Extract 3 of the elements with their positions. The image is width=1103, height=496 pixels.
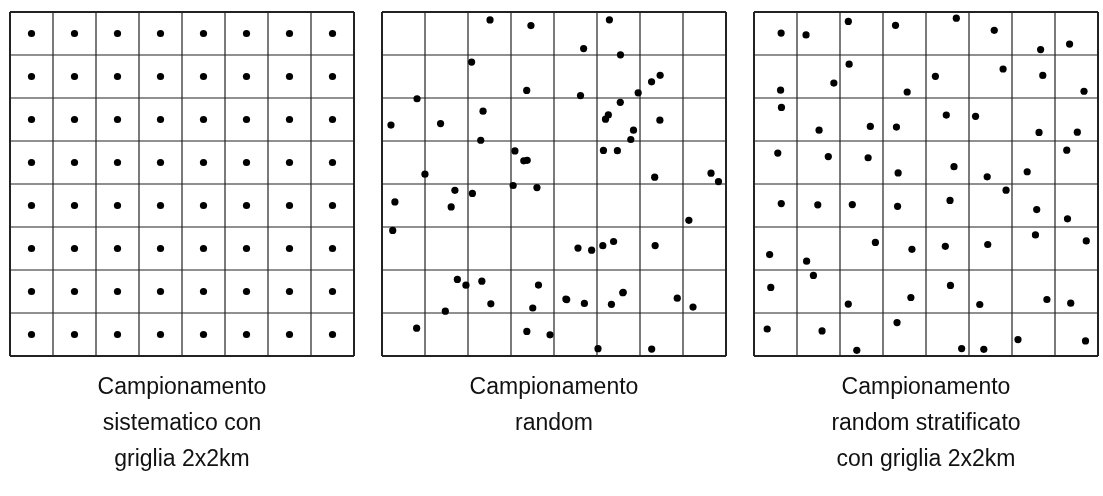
caption: Campionamento random — [468, 372, 640, 437]
caption: Campionamento sistematico con griglia 2x2km — [96, 372, 268, 473]
caption: Campionamento random stratificato con griglia 2x2km — [830, 372, 1022, 473]
